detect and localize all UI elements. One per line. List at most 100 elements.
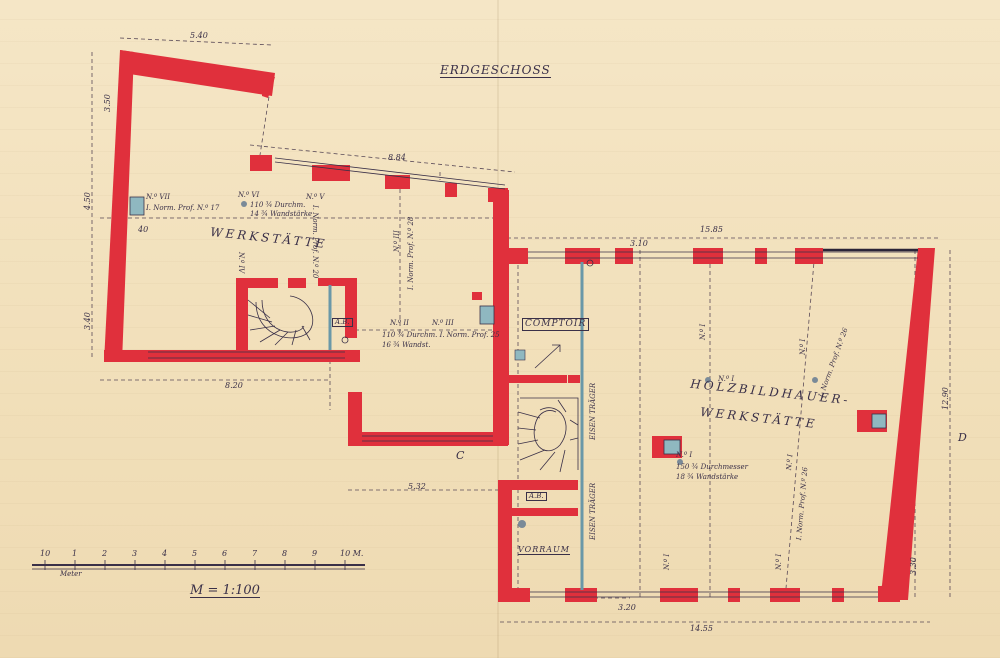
- wall-pier-6: [345, 350, 359, 362]
- note-n1-e: N.º I: [676, 451, 693, 459]
- note-n3-b: I. Norm. Prof. N.º 28: [407, 216, 415, 290]
- scale-tick-0: 10: [40, 549, 51, 558]
- note-n1-g: 18 ¾ Wandstärke: [676, 473, 739, 481]
- pillar-stair: [341, 336, 349, 344]
- note-n6-a: N.º VI: [238, 191, 260, 199]
- stove-far-right: [871, 413, 887, 429]
- stair-mid: [520, 397, 579, 470]
- stove-comptoir: [514, 349, 526, 361]
- dim-top: 5.40: [190, 31, 208, 40]
- note-n7-b: I. Norm. Prof. N.º 17: [146, 204, 220, 212]
- pillar-n1-b: [812, 377, 818, 383]
- wall-stair-box-3: [288, 278, 306, 288]
- pillar-n1-a: [705, 377, 711, 383]
- dim-bot-sub: 3.20: [618, 603, 636, 612]
- wall-wc-2: [498, 508, 578, 516]
- stove-mid: [479, 305, 495, 325]
- wall-north-right-2: [565, 248, 600, 264]
- dim-left-top-side: 3.50: [103, 94, 112, 112]
- note-n2-a: N.º II: [390, 319, 409, 327]
- scale-tick-8: 8: [282, 549, 288, 558]
- stove-mid-b: [472, 292, 482, 300]
- pillar-wc: [518, 520, 526, 528]
- wall-pier-4: [278, 350, 294, 362]
- drawing-title: ERDGESCHOSS: [440, 63, 551, 78]
- wall-north-left: [120, 50, 275, 96]
- stair-left: [255, 295, 314, 339]
- iron-girders: [328, 262, 584, 590]
- note-n7-a: N.º VII: [146, 193, 171, 201]
- note-n3: N.º III: [393, 230, 401, 252]
- dim-right-side-2: 3.30: [909, 557, 918, 575]
- wall-south-right-3: [660, 588, 698, 602]
- wall-east-mid: [493, 190, 509, 445]
- mark-d: D: [958, 431, 967, 444]
- wall-north-right-6: [795, 248, 823, 264]
- mark-40: 40: [138, 225, 149, 234]
- wall-window-sill-2: [568, 375, 580, 383]
- wall-pier-8: [460, 432, 472, 446]
- scale-bar: [32, 560, 365, 570]
- wall-pier-1: [128, 350, 148, 362]
- note-n2-c: 110 ¾ Durchm. I. Norm. Prof. 25: [382, 331, 500, 339]
- wall-pier-5: [318, 350, 330, 362]
- wall-west-left: [104, 50, 134, 362]
- dimension-lines: [91, 37, 951, 623]
- dim-mid: 8.84: [388, 153, 406, 162]
- note-n1-k: N.º I: [775, 553, 783, 570]
- scale-tick-5: 5: [192, 549, 198, 558]
- scale-tick-4: 4: [162, 549, 168, 558]
- scale-unit-label: Meter: [60, 570, 82, 578]
- wall-east-right: [878, 248, 935, 600]
- wall-pier-7: [425, 432, 437, 446]
- wall-stair-box-1: [236, 278, 248, 352]
- scale-label: M = 1:100: [190, 583, 260, 598]
- staircases: [247, 295, 579, 473]
- note-n4: N.º IV: [237, 252, 245, 274]
- dim-left-bot: 8.20: [225, 381, 243, 390]
- window-lines: [148, 157, 918, 598]
- room-label-vorraum: VORRAUM: [518, 545, 570, 555]
- pillar-door: [586, 259, 594, 267]
- pillars-and-stoves: [129, 196, 887, 528]
- scale-tick-2: 2: [102, 549, 108, 558]
- note-n1-h: N.º I: [785, 453, 795, 471]
- wall-stair-box-4: [318, 278, 356, 286]
- wall-south-right-6: [832, 588, 844, 602]
- room-label-comptoir: COMPTOIR: [522, 318, 590, 331]
- dim-bot: 14.55: [690, 624, 713, 633]
- pillar-n6: [241, 201, 247, 207]
- note-n2-d: 16 ¾ Wandst.: [382, 341, 431, 349]
- wall-stub-2: [312, 165, 350, 181]
- note-beam-b: EISEN TRÄGER: [589, 482, 597, 540]
- note-n1-c: N.º I: [718, 375, 735, 383]
- scale-tick-3: 3: [132, 549, 138, 558]
- note-n5-b: I. Norm. Prof. N.º 20: [311, 205, 319, 279]
- wall-south-right-4: [728, 588, 740, 602]
- wall-pier-2: [200, 350, 218, 362]
- note-beam-a: EISEN TRÄGER: [589, 382, 597, 440]
- mark-c: C: [456, 449, 465, 462]
- wall-south-right-7: [878, 586, 900, 602]
- wall-wc-1: [498, 480, 578, 490]
- wall-south-right-2: [565, 588, 597, 602]
- dim-right-side: 12.90: [941, 387, 950, 410]
- scale-tick-6: 6: [222, 549, 228, 558]
- wall-window-sill: [505, 375, 567, 383]
- stove-right: [663, 439, 681, 455]
- wall-south-right-5: [770, 588, 800, 602]
- dim-left-side-2: 3.40: [83, 312, 92, 330]
- scale-tick-9: 9: [312, 549, 318, 558]
- note-n1-j: N.º I: [663, 553, 671, 570]
- wall-east-upper-left: [262, 75, 275, 98]
- dim-left-side: 4.50: [83, 192, 92, 210]
- scale-tick-7: 7: [252, 549, 258, 558]
- pillar-n7: [129, 196, 145, 216]
- wall-north-right-4: [693, 248, 723, 264]
- room-label-wc-right: A.B.: [526, 492, 547, 501]
- note-n6-b: 110 ¾ Durchm.: [250, 201, 306, 209]
- wall-stair-box-5: [345, 278, 357, 338]
- wall-north-right-5: [755, 248, 767, 264]
